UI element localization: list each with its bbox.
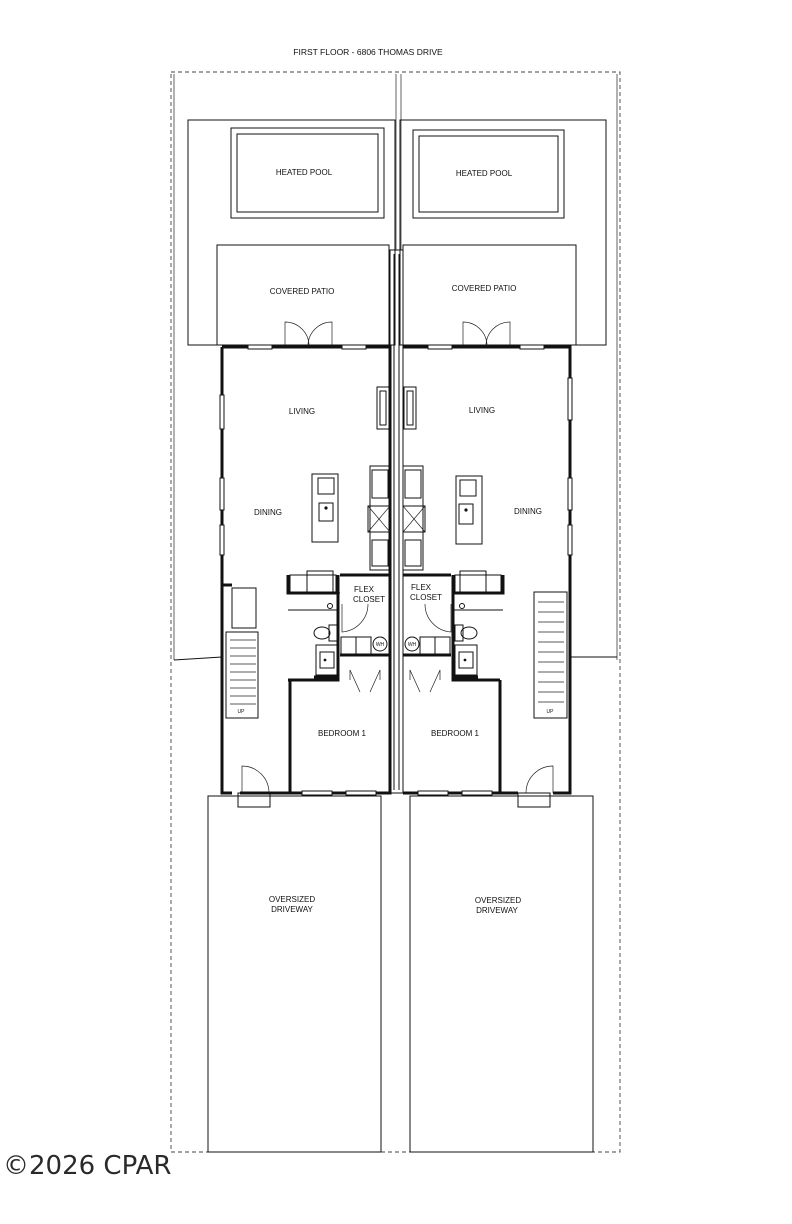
flex-label-right-2: CLOSET <box>410 593 442 602</box>
wh-label-right: WH <box>408 642 417 648</box>
driveway-label-right-1: OVERSIZED <box>475 896 521 905</box>
wh-label-left: WH <box>376 642 385 648</box>
party-wall <box>389 249 404 794</box>
bedroom-label-left: BEDROOM 1 <box>318 729 367 738</box>
driveway-right: OVERSIZED DRIVEWAY <box>409 795 594 1153</box>
bedroom-label-right: BEDROOM 1 <box>431 729 480 738</box>
driveway-label-left-1: OVERSIZED <box>269 895 315 904</box>
driveway-label-right-2: DRIVEWAY <box>476 906 518 915</box>
pool-deck-right <box>399 119 607 346</box>
flex-label-left-1: FLEX <box>354 585 375 594</box>
unit-left: HEATED POOL COVERED PATIO LIVING <box>187 119 404 1153</box>
copyright-watermark: ©2026 CPAR <box>3 1151 172 1181</box>
stairs-right: UP <box>533 591 568 719</box>
living-label-left: LIVING <box>289 407 315 416</box>
flex-label-right-1: FLEX <box>411 583 432 592</box>
kitchen-counter-left <box>367 465 391 571</box>
flex-label-left-2: CLOSET <box>353 595 385 604</box>
plan-title: FIRST FLOOR - 6806 THOMAS DRIVE <box>293 47 443 57</box>
unit-right: HEATED POOL COVERED PATIO LIVING DINING <box>399 119 607 1153</box>
patio-label-right: COVERED PATIO <box>452 284 517 293</box>
kitchen-island-left <box>311 473 339 543</box>
kitchen-counter-right <box>402 465 426 571</box>
driveway-label-left-2: DRIVEWAY <box>271 905 313 914</box>
driveway-left: OVERSIZED DRIVEWAY <box>207 795 382 1153</box>
bathroom-left <box>288 603 339 679</box>
bathroom-right <box>453 603 503 679</box>
pool-label-right: HEATED POOL <box>456 169 513 178</box>
living-label-right: LIVING <box>469 406 495 415</box>
covered-patio-right: COVERED PATIO <box>402 244 577 347</box>
dining-label-left: DINING <box>254 508 282 517</box>
kitchen-island-right <box>455 475 483 545</box>
stair-label-right: UP <box>547 709 555 715</box>
dining-label-right: DINING <box>514 507 542 516</box>
stairs-left: UP <box>225 587 259 719</box>
stair-label-left: UP <box>238 709 246 715</box>
pool-label-left: HEATED POOL <box>276 168 333 177</box>
property-boundary <box>170 71 621 1153</box>
heated-pool-left: HEATED POOL <box>230 127 385 219</box>
patio-label-left: COVERED PATIO <box>270 287 335 296</box>
heated-pool-right: HEATED POOL <box>412 129 565 219</box>
covered-patio-left: COVERED PATIO <box>216 244 390 347</box>
pool-deck-left <box>187 119 396 346</box>
